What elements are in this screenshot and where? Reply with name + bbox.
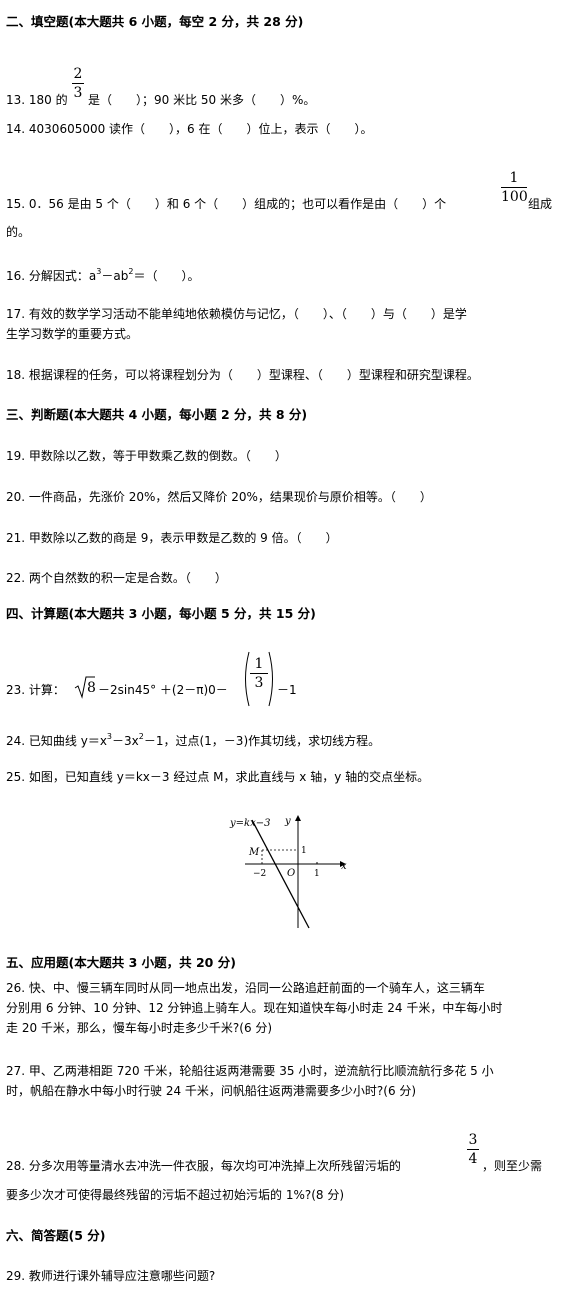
q28-numerator: 3: [468, 1132, 478, 1148]
q27-line-2: 时，帆船在静水中每小时行驶 24 千米，问帆船往返两港需要多少小时?(6 分): [6, 1084, 417, 1098]
q24-text-a: 24. 已知曲线 y＝x: [6, 734, 107, 748]
origin-label: O: [287, 868, 295, 879]
question-29: 29. 教师进行课外辅导应注意哪些问题?: [6, 1269, 216, 1283]
q28-text-a: 28. 分多次用等量清水去冲洗一件衣服，每次均可冲洗掉上次所残留污垢的: [6, 1159, 401, 1173]
q26-line-2: 分别用 6 分钟、10 分钟、12 分钟追上骑车人。现在知道快车每小时走 24 …: [6, 1001, 503, 1015]
q13-fraction: 2 3: [72, 66, 84, 101]
question-14: 14. 4030605000 读作（ ），6 在（ ）位上，表示（ ）。: [6, 122, 373, 136]
q15-text-c: 的。: [6, 225, 31, 239]
question-19: 19. 甲数除以乙数，等于甲数乘乙数的倒数。（ ）: [6, 449, 287, 463]
q23-text-a: 23. 计算：: [6, 683, 65, 697]
q16-text-b: ＝（ ）。: [133, 269, 200, 283]
q23-denominator: 3: [254, 675, 264, 691]
q15-text-a: 15. 0．56 是由 5 个（ ）和 6 个（ ）组成的；也可以看作是由（ ）…: [6, 197, 447, 211]
x-axis-label: x: [341, 861, 347, 872]
point-m-label: M: [248, 847, 260, 858]
tick-x-1: 1: [314, 869, 320, 879]
q28-line-2: 要多少次才可使得最终残留的污垢不超过初始污垢的 1%?(8 分): [6, 1188, 345, 1202]
q23-parentheses-icon: [245, 651, 273, 707]
q16-exp-2: 2: [128, 267, 134, 276]
q15-text-b: 组成: [528, 197, 553, 211]
q15-denominator: 100: [501, 189, 528, 205]
q16-text-m: －ab: [101, 269, 129, 283]
question-18: 18. 根据课程的任务，可以将课程划分为（ ）型课程、（ ）型课程和研究型课程。: [6, 368, 479, 382]
q26-line-3: 走 20 千米，那么，慢车每小时走多少千米?(6 分): [6, 1021, 273, 1035]
q23-radicand: 8: [87, 680, 96, 696]
q13-text-b: 是（ ）；90 米比 50 米多（ ）%。: [88, 93, 316, 107]
q24-text-b: －1，过点(1，－3)作其切线，求切线方程。: [143, 734, 381, 748]
q15-numerator: 1: [509, 170, 519, 186]
q27-line-1: 27. 甲、乙两港相距 720 千米，轮船往返两港需要 35 小时，逆流航行比顺…: [6, 1064, 494, 1078]
sqrt-symbol-icon: [74, 676, 95, 699]
question-16: 16. 分解因式：a3－ab2＝（ ）。: [6, 264, 199, 284]
q17-line-1: 17. 有效的数学学习活动不能单纯地依赖模仿与记忆，（ ）、（ ）与（ ）是学: [6, 307, 467, 321]
q13-text-a: 13. 180 的: [6, 93, 68, 107]
question-21: 21. 甲数除以乙数的商是 9，表示甲数是乙数的 9 倍。（ ）: [6, 531, 338, 545]
tick-x-minus-2: −2: [253, 869, 266, 879]
question-25: 25. 如图，已知直线 y＝kx－3 经过点 M，求此直线与 x 轴，y 轴的交…: [6, 770, 430, 784]
y-axis-label: y: [284, 816, 291, 827]
q28-fraction: 3 4: [467, 1132, 479, 1167]
section-6-heading: 六、简答题(5 分): [6, 1228, 106, 1243]
question-13: 13. 180 的: [6, 92, 68, 108]
q25-figure: y=kx−3 y x M 1 −2 O 1: [229, 815, 347, 929]
question-20: 20. 一件商品，先涨价 20%，然后又降价 20%，结果现价与原价相等。（ ）: [6, 490, 432, 504]
q23-text-b: －2sin45° ＋(2－π)0－: [98, 683, 228, 697]
q28-text-b: ，则至少需: [482, 1159, 543, 1173]
section-5-heading: 五、应用题(本大题共 3 小题，共 20 分): [6, 955, 236, 970]
section-4-heading: 四、计算题(本大题共 3 小题，每小题 5 分，共 15 分): [6, 606, 316, 621]
q23-text-c: －1: [277, 683, 297, 697]
q13-denominator: 3: [73, 85, 83, 101]
line-label: y=kx−3: [229, 818, 270, 829]
q28-denominator: 4: [468, 1151, 478, 1167]
section-2-heading: 二、填空题(本大题共 6 小题，每空 2 分，共 28 分): [6, 14, 304, 29]
section-3-heading: 三、判断题(本大题共 4 小题，每小题 2 分，共 8 分): [6, 407, 308, 422]
q15-fraction: 1 100: [501, 170, 528, 205]
q26-line-1: 26. 快、中、慢三辆车同时从同一地点出发，沿同一公路追赶前面的一个骑车人，这三…: [6, 981, 485, 995]
line-y-kx-3: [251, 819, 310, 929]
q24-exp-1: 3: [106, 732, 113, 741]
question-24: 24. 已知曲线 y＝x3－3x2－1，过点(1，－3)作其切线，求切线方程。: [6, 729, 380, 749]
q16-exp-1: 3: [96, 267, 102, 276]
question-22: 22. 两个自然数的积一定是合数。（ ）: [6, 571, 227, 585]
q24-text-m: －3x: [112, 734, 139, 748]
q23-fraction: 1 3: [250, 656, 268, 691]
tick-y-1: 1: [301, 846, 307, 856]
q23-numerator: 1: [254, 656, 264, 672]
q16-text-a: 16. 分解因式：a: [6, 269, 97, 283]
q17-line-2: 生学习数学的重要方式。: [6, 327, 139, 341]
q13-numerator: 2: [73, 66, 83, 82]
q24-exp-2: 2: [138, 732, 144, 741]
